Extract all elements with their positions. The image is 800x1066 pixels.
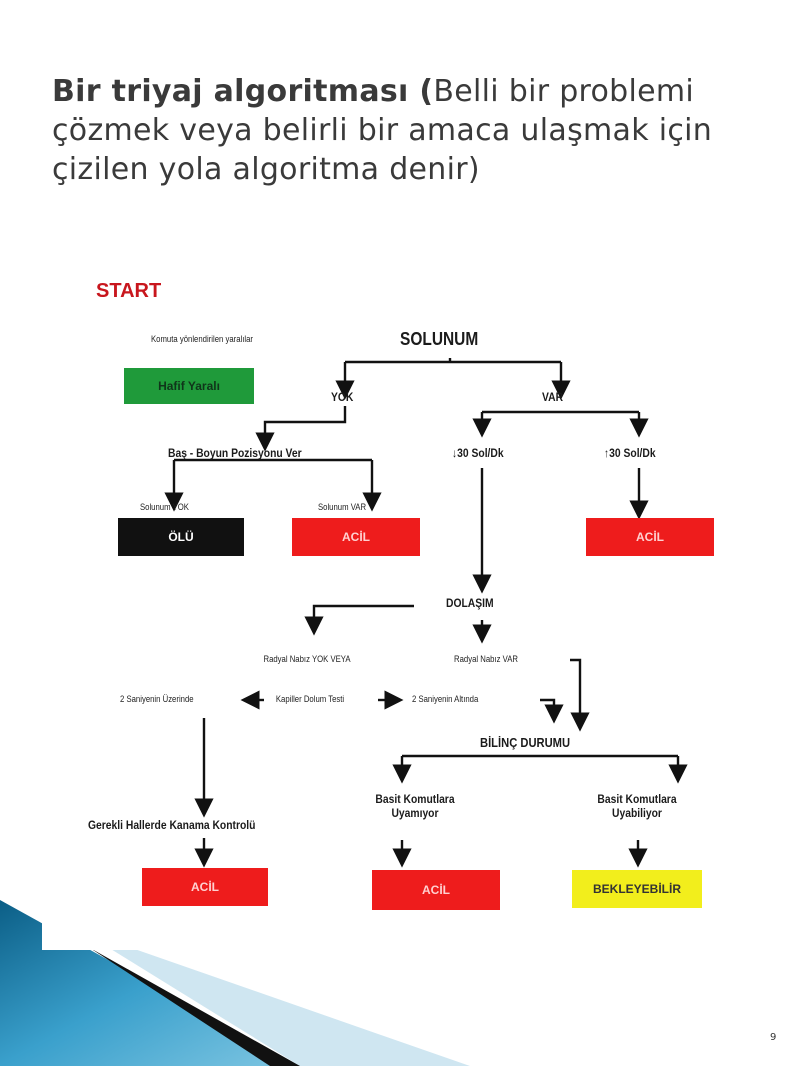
sol-less-30-label: 30 Sol/Dk bbox=[457, 446, 504, 460]
radyal-var-label: Radyal Nabız VAR bbox=[454, 654, 518, 664]
sol-more-30-node: ↑30 Sol/Dk bbox=[604, 446, 656, 460]
acil-box-2: ACİL bbox=[586, 518, 714, 556]
hafif-yarali-box: Hafif Yaralı bbox=[124, 368, 254, 404]
olu-box: ÖLÜ bbox=[118, 518, 244, 556]
bilinc-node: BİLİNÇ DURUMU bbox=[480, 735, 571, 750]
altinda-label: 2 Saniyenin Altında bbox=[412, 694, 479, 704]
acil-box-1: ACİL bbox=[292, 518, 420, 556]
acil-label-3: ACİL bbox=[191, 880, 219, 894]
radyal-yok-label: Radyal Nabız YOK VEYA bbox=[263, 654, 351, 664]
uyamiyor-label: Basit Komutlara Uyamıyor bbox=[375, 792, 455, 820]
title-bold: Bir triyaj algoritması ( bbox=[52, 74, 434, 109]
trafik-note: Komuta yönlendirilen yaralılar bbox=[151, 334, 253, 344]
acil-label-2: ACİL bbox=[636, 530, 664, 544]
acil-label-1: ACİL bbox=[342, 530, 370, 544]
bekleyebilir-box: BEKLEYEBİLİR bbox=[572, 870, 702, 908]
flow-connectors bbox=[164, 358, 688, 868]
yok-node: YOK bbox=[331, 390, 354, 404]
acil-label-4: ACİL bbox=[422, 883, 450, 897]
solunum-yok-label: Solunum YOK bbox=[140, 502, 189, 512]
hafif-yarali-label: Hafif Yaralı bbox=[158, 379, 220, 393]
solunum-var-label: Solunum VAR bbox=[318, 502, 367, 512]
slide-title: Bir triyaj algoritması (Belli bir proble… bbox=[52, 72, 772, 189]
solunum-node: SOLUNUM bbox=[400, 329, 479, 349]
start-label: START bbox=[96, 280, 162, 302]
triage-flowchart: START Komuta yönlendirilen yaralılar Haf… bbox=[42, 262, 754, 950]
bekleyebilir-label: BEKLEYEBİLİR bbox=[592, 882, 681, 896]
title-rest: Belli bir problemi çözmek veya belirli b… bbox=[52, 74, 713, 187]
page-number: 9 bbox=[770, 1032, 777, 1043]
olu-label: ÖLÜ bbox=[168, 530, 194, 544]
sol-less-30-node: ↓30 Sol/Dk bbox=[452, 446, 504, 460]
acil-box-4: ACİL bbox=[372, 870, 500, 910]
bas-boyun-node: Baş - Boyun Pozisyonu Ver bbox=[168, 446, 302, 460]
sol-more-30-label: 30 Sol/Dk bbox=[609, 446, 656, 460]
uyabiliyor-label: Basit Komutlara Uyabiliyor bbox=[597, 792, 677, 820]
kanama-label: Gerekli Hallerde Kanama Kontrolü bbox=[88, 818, 256, 832]
acil-box-3: ACİL bbox=[142, 868, 268, 906]
kapiller-label: Kapiller Dolum Testi bbox=[275, 694, 345, 704]
var-node: VAR bbox=[542, 390, 564, 404]
dolasim-node: DOLAŞIM bbox=[446, 596, 494, 610]
uzerinde-label: 2 Saniyenin Üzerinde bbox=[120, 694, 194, 704]
